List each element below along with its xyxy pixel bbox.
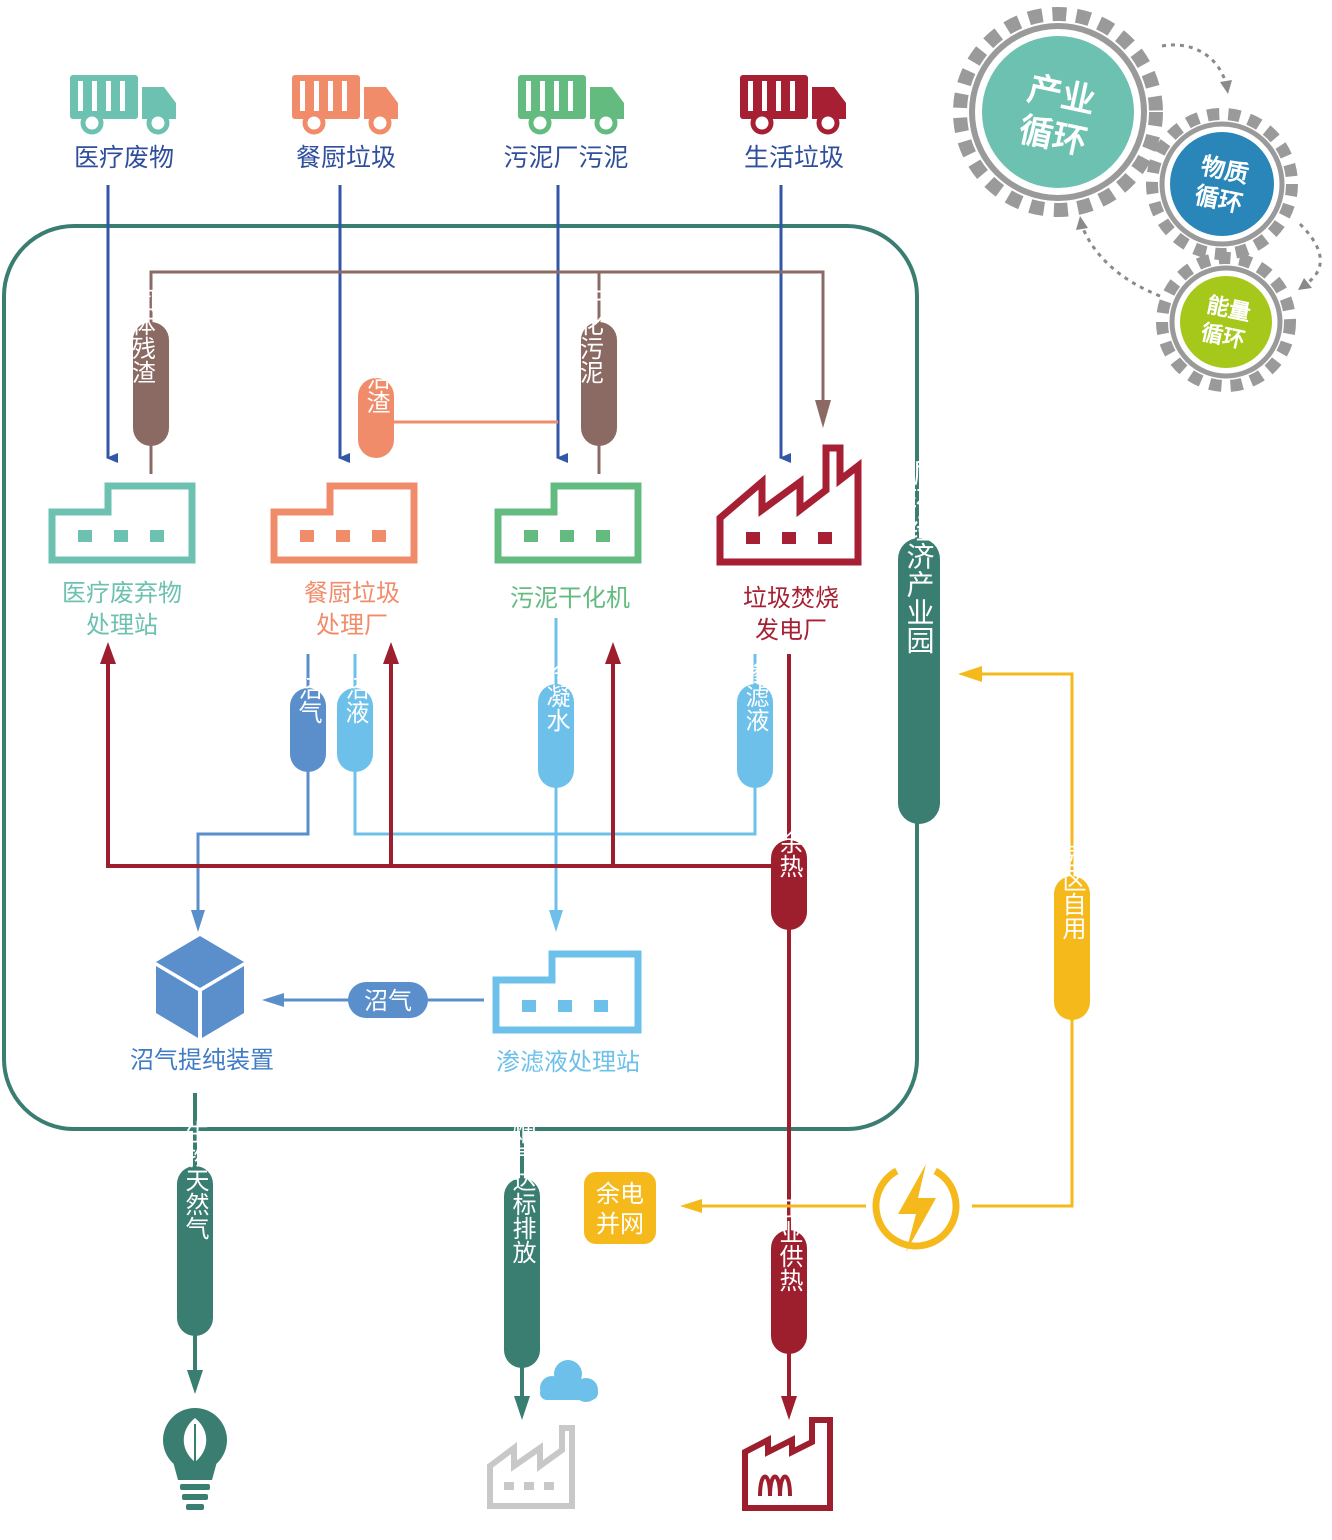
pill-waste-heat bbox=[771, 840, 807, 930]
gear-cycle-arrowhead-2 bbox=[1298, 278, 1312, 290]
pill-biogas-1 bbox=[290, 688, 326, 772]
lightning-icon bbox=[872, 1162, 960, 1252]
pill-biogas-2-text: 沼气 bbox=[364, 987, 412, 1015]
pill-biogas-2 bbox=[348, 982, 428, 1018]
facility-label-medical-1: 医疗废弃物 bbox=[62, 579, 182, 607]
biogas-arrowhead-1 bbox=[191, 910, 205, 932]
flue-gas-arrowhead bbox=[514, 1396, 530, 1420]
biogas-purifier-label: 沼气提纯装置 bbox=[130, 1046, 274, 1074]
pill-condensate bbox=[538, 684, 574, 788]
pill-biogas-residue bbox=[358, 378, 394, 458]
facility-incinerator-icon bbox=[716, 444, 862, 566]
power-arrowhead-1 bbox=[958, 666, 982, 682]
heat-arrowhead-4 bbox=[781, 1396, 797, 1420]
residue-line bbox=[149, 270, 825, 474]
facility-label-medical-2: 处理站 bbox=[86, 611, 158, 639]
pill-park-use-text: 园区自用 bbox=[1058, 844, 1086, 940]
pill-park bbox=[898, 538, 940, 824]
facility-medical-icon bbox=[48, 482, 196, 564]
source-arrows bbox=[106, 185, 791, 463]
biogas-purifier-icon bbox=[156, 936, 244, 1038]
pill-bio-gas bbox=[177, 1166, 213, 1336]
gear-cycle-arrowhead-1 bbox=[1220, 80, 1232, 94]
surplus-power-box bbox=[584, 1172, 656, 1244]
source-label-medical: 医疗废物 bbox=[74, 143, 174, 172]
source-truck-sludge bbox=[518, 75, 624, 135]
pill-condensate-text: 冷凝水 bbox=[542, 660, 570, 732]
pill-solid-residue-text: 固体残渣 bbox=[127, 288, 155, 384]
pill-flue-gas-text: 烟气达标排放 bbox=[508, 1120, 536, 1264]
surplus-power-text-1: 余电 bbox=[596, 1180, 644, 1208]
pill-biogas-residue-text: 沼渣 bbox=[362, 366, 390, 414]
facility-label-incinerator-2: 发电厂 bbox=[755, 616, 827, 644]
facility-kitchen-icon bbox=[270, 482, 418, 564]
source-truck-kitchen bbox=[292, 75, 398, 135]
facility-label-sludge-1: 污泥干化机 bbox=[510, 584, 630, 612]
pill-dried-sludge bbox=[581, 322, 617, 446]
facility-label-kitchen-2: 处理厂 bbox=[316, 611, 388, 639]
power-arrowhead-2 bbox=[680, 1199, 702, 1213]
residue-arrowhead bbox=[815, 400, 831, 428]
liquid-arrowhead bbox=[549, 910, 563, 932]
heat-arrowhead-2 bbox=[383, 642, 399, 664]
facility-label-incinerator-1: 垃圾焚烧 bbox=[743, 584, 839, 612]
gear-industry: 产业 循环 bbox=[953, 7, 1163, 217]
source-truck-medical bbox=[70, 75, 176, 135]
heat-arrowhead-3 bbox=[605, 642, 621, 664]
biogas-line-1 bbox=[196, 654, 310, 918]
leachate-station-icon bbox=[492, 950, 642, 1034]
pill-dried-sludge-text: 干化污泥 bbox=[575, 288, 603, 384]
facility-sludge-icon bbox=[494, 482, 642, 564]
pill-leachate-text: 渗滤液 bbox=[741, 660, 769, 732]
pill-flue-gas bbox=[504, 1178, 540, 1368]
pill-waste-heat-text: 余热 bbox=[775, 830, 803, 878]
leachate-station-label: 渗滤液处理站 bbox=[496, 1048, 640, 1076]
gear-material: 物质 循环 bbox=[1146, 108, 1298, 260]
pill-leachate bbox=[737, 684, 773, 788]
pill-bio-gas-text: 生物天然气 bbox=[181, 1120, 209, 1240]
pill-park-text: 循环经济产业园 bbox=[903, 458, 936, 654]
pill-industrial-heat bbox=[771, 1230, 807, 1354]
facility-label-kitchen-1: 餐厨垃圾 bbox=[304, 579, 400, 607]
gear-cycle-arrows bbox=[1080, 43, 1322, 298]
pill-park-use bbox=[1054, 876, 1090, 1020]
pill-industrial-heat-text: 工业供热 bbox=[775, 1196, 803, 1292]
source-label-kitchen: 餐厨垃圾 bbox=[296, 143, 396, 172]
lightbulb-icon bbox=[163, 1408, 227, 1510]
pill-biogas-liquid-text: 沼液 bbox=[341, 676, 369, 724]
source-label-sludge: 污泥厂污泥 bbox=[503, 143, 628, 172]
bio-gas-arrowhead bbox=[187, 1370, 203, 1394]
pill-solid-residue bbox=[133, 322, 169, 446]
heat-arrowhead-1 bbox=[100, 642, 116, 664]
gear-cycle-arrowhead-3 bbox=[1076, 216, 1088, 230]
source-label-domestic: 生活垃圾 bbox=[744, 143, 844, 172]
clean-factory-icon bbox=[487, 1360, 598, 1509]
gear-energy: 能量 循环 bbox=[1156, 252, 1296, 392]
industrial-factory-icon bbox=[742, 1417, 833, 1511]
pill-biogas-1-text: 沼气 bbox=[294, 676, 322, 724]
source-truck-domestic bbox=[740, 75, 846, 135]
pill-biogas-liquid bbox=[337, 688, 373, 772]
biogas-arrowhead-2 bbox=[262, 993, 284, 1007]
surplus-power-text-2: 并网 bbox=[596, 1210, 644, 1238]
